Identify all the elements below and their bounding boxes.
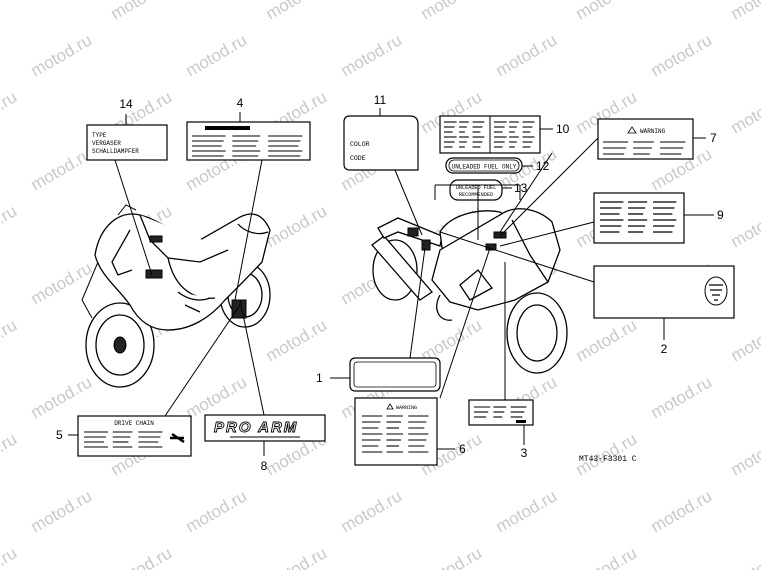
label-6-warning: WARNING: [354, 397, 438, 466]
label-9-info: [593, 192, 685, 244]
watermark-text: motod.ru: [648, 30, 716, 80]
watermark-text: motod.ru: [0, 315, 20, 365]
watermark-text: motod.ru: [28, 30, 96, 80]
diagram-code: MT43-F3301 C: [579, 455, 637, 464]
callout-8: 8: [261, 459, 268, 473]
wrench-icon: [170, 432, 185, 444]
motorcycle-right-view: [371, 208, 568, 374]
watermark-text: motod.ru: [418, 0, 486, 23]
watermark-text: motod.ru: [0, 201, 20, 251]
watermark-text: motod.ru: [728, 429, 761, 479]
watermark-text: motod.ru: [493, 30, 561, 80]
label-2-emblem: [593, 265, 735, 319]
label-8-pro-arm: PRO ARM: [204, 414, 326, 442]
watermark-text: motod.ru: [728, 0, 761, 23]
watermark-text: motod.ru: [28, 258, 96, 308]
watermark-text: motod.ru: [338, 486, 406, 536]
warning-triangle-icon: [386, 403, 394, 410]
callout-11: 11: [374, 93, 387, 107]
watermark-text: motod.ru: [728, 543, 761, 570]
label-unleaded-rec-line2: RECOMMENDED: [459, 192, 493, 198]
label-warning6-text: WARNING: [396, 405, 417, 411]
label-7-warning: WARNING: [597, 118, 694, 160]
label-14-type: TYPE VERGASER SCHALLDAMPFER: [86, 124, 168, 161]
callout-5: 5: [56, 428, 63, 442]
watermark-text: motod.ru: [183, 486, 251, 536]
callout-4: 4: [237, 96, 244, 110]
callout-6: 6: [459, 442, 466, 456]
watermark-text: motod.ru: [0, 87, 20, 137]
watermark-text: motod.ru: [573, 0, 641, 23]
watermark-text: motod.ru: [263, 543, 331, 570]
wing-emblem-icon: [704, 276, 728, 306]
watermark-text: motod.ru: [573, 315, 641, 365]
callout-2: 2: [661, 342, 668, 356]
watermark-text: motod.ru: [728, 87, 761, 137]
watermark-text: motod.ru: [263, 315, 331, 365]
label-3-info: [468, 399, 534, 426]
callout-10: 10: [556, 122, 570, 136]
callout-14: 14: [119, 97, 133, 111]
motorcycle-left-view: [81, 204, 271, 388]
watermark-text: motod.ru: [418, 543, 486, 570]
label-11-color-code: COLOR CODE: [343, 115, 419, 171]
watermark-text: motod.ru: [573, 543, 641, 570]
label-13-unleaded-recommended: UNLEADED FUEL RECOMMENDED: [449, 179, 503, 201]
watermark-text: motod.ru: [728, 201, 761, 251]
label-drive-chain-text: DRIVE CHAIN: [114, 420, 154, 427]
watermark-text: motod.ru: [648, 372, 716, 422]
watermark-text: motod.ru: [108, 0, 176, 23]
label-unleaded-only-text: UNLEADED FUEL ONLY: [452, 164, 517, 171]
callout-numbers: 14 4 11 10 12 13 7 9 2 1 6 3 5 8: [56, 93, 724, 473]
watermark-text: motod.ru: [0, 543, 20, 570]
watermark-text: motod.ru: [28, 486, 96, 536]
label-type-line3: SCHALLDAMPFER: [92, 148, 139, 155]
label-10-info: [439, 115, 541, 154]
label-code: CODE: [350, 155, 366, 162]
label-color: COLOR: [350, 141, 370, 148]
watermark-text: motod.ru: [108, 543, 176, 570]
watermark-text: motod.ru: [493, 486, 561, 536]
label-type-line2: VERGASER: [92, 140, 121, 147]
label-type-line1: TYPE: [92, 132, 107, 139]
label-5-drive-chain: DRIVE CHAIN: [77, 415, 192, 457]
label-4-info: [186, 121, 311, 161]
watermark-text: motod.ru: [648, 486, 716, 536]
watermark-text: motod.ru: [28, 372, 96, 422]
callout-13: 13: [514, 181, 528, 195]
callout-7: 7: [710, 131, 717, 145]
callout-9: 9: [717, 208, 724, 222]
label-pro-arm-text: PRO ARM: [214, 419, 298, 436]
watermark-text: motod.ru: [183, 30, 251, 80]
callout-1: 1: [316, 371, 323, 385]
warning-triangle-icon: [627, 126, 637, 134]
watermark-text: motod.ru: [0, 0, 20, 23]
watermark-text: motod.ru: [263, 0, 331, 23]
watermark-text: motod.ru: [728, 315, 761, 365]
callout-3: 3: [521, 446, 528, 460]
watermark-text: motod.ru: [338, 30, 406, 80]
watermark-text: motod.ru: [28, 144, 96, 194]
leader-lines: [68, 108, 714, 456]
label-12-unleaded-fuel-only: UNLEADED FUEL ONLY: [445, 157, 523, 174]
label-warning7-text: WARNING: [640, 128, 666, 135]
label-1-blank: [349, 357, 441, 392]
watermark-text: motod.ru: [263, 201, 331, 251]
callout-12: 12: [536, 159, 550, 173]
watermark-text: motod.ru: [0, 429, 20, 479]
label-unleaded-rec-line1: UNLEADED FUEL: [456, 185, 496, 191]
